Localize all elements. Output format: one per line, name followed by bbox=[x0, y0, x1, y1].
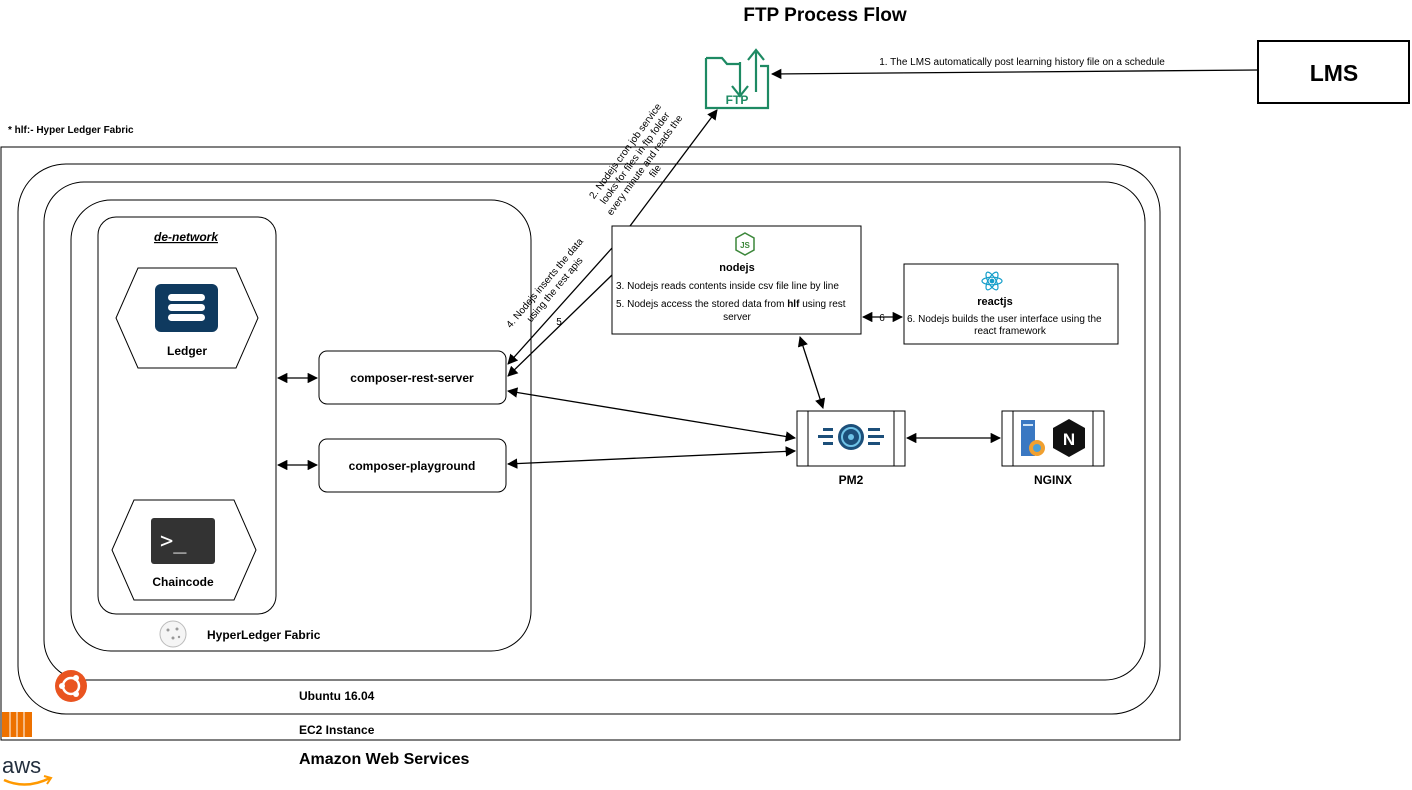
nodejs-step5: 5. Nodejs access the stored data from hl… bbox=[616, 299, 846, 310]
ftp-icon: FTP bbox=[704, 48, 770, 110]
ec2-container bbox=[17, 163, 1161, 715]
diagram-title: FTP Process Flow bbox=[743, 5, 907, 26]
lms-box[interactable]: LMS bbox=[1257, 40, 1410, 104]
ubuntu-logo bbox=[55, 670, 87, 702]
hyperledger-logo bbox=[159, 620, 187, 648]
reactjs-step6: 6. Nodejs builds the user interface usin… bbox=[907, 314, 1102, 325]
server-icon bbox=[1021, 420, 1045, 456]
nginx-node[interactable]: N NGINX bbox=[1001, 410, 1105, 487]
de-network-title: de-network bbox=[154, 230, 219, 244]
arrow-playground-pm2 bbox=[506, 446, 797, 469]
nginx-label: NGINX bbox=[1034, 473, 1072, 487]
nodejs-step5-cont: server bbox=[723, 312, 751, 323]
step2-label: 2. Nodejs cron job service looks for fil… bbox=[586, 97, 697, 225]
nodejs-label: nodejs bbox=[719, 262, 754, 274]
ec2-label: EC2 Instance bbox=[299, 723, 375, 737]
reactjs-label: reactjs bbox=[977, 296, 1012, 308]
arrow-step4 bbox=[507, 247, 613, 365]
ubuntu-container bbox=[43, 181, 1146, 681]
nginx-icon bbox=[1053, 419, 1085, 457]
ledger-node[interactable]: Ledger bbox=[115, 267, 259, 369]
step4-label: 4. Nodejs inserts the data using the res… bbox=[505, 234, 597, 338]
reactjs-step6-cont: react framework bbox=[974, 326, 1047, 337]
arrow-step5 bbox=[507, 274, 613, 377]
pm2-label: PM2 bbox=[839, 473, 864, 487]
composer-playground-box[interactable]: composer-playground bbox=[318, 438, 507, 493]
ubuntu-label: Ubuntu 16.04 bbox=[299, 689, 375, 703]
hyperledger-label: HyperLedger Fabric bbox=[207, 628, 321, 642]
composer-rest-server-label: composer-rest-server bbox=[350, 371, 474, 385]
arrow-lms-to-ftp bbox=[770, 68, 1259, 80]
ec2-icon bbox=[2, 712, 32, 737]
arrow-nodejs-to-ftp bbox=[629, 109, 718, 227]
reactjs-box[interactable]: reactjs 6. Nodejs builds the user interf… bbox=[903, 263, 1119, 345]
aws-label: Amazon Web Services bbox=[299, 751, 470, 768]
step6-marker: 6 bbox=[879, 313, 885, 324]
aws-container bbox=[0, 146, 1181, 741]
aws-logo-text: aws bbox=[2, 753, 41, 778]
de-network-container bbox=[97, 216, 277, 615]
nodejs-box[interactable]: JS nodejs 3. Nodejs reads contents insid… bbox=[611, 225, 862, 335]
hlf-legend-note: * hlf:- Hyper Ledger Fabric bbox=[8, 125, 134, 136]
nginx-icon-text: N bbox=[1063, 430, 1075, 449]
lms-label: LMS bbox=[1310, 60, 1359, 86]
step5-marker: 5 bbox=[556, 317, 562, 328]
nodejs-step3: 3. Nodejs reads contents inside csv file… bbox=[616, 281, 839, 292]
arrow-rest-pm2 bbox=[506, 387, 797, 442]
pm2-node[interactable]: PM2 bbox=[796, 410, 906, 487]
terminal-icon bbox=[151, 518, 215, 564]
pm2-icon bbox=[818, 424, 884, 450]
react-icon bbox=[981, 271, 1003, 291]
aws-logo: aws bbox=[2, 753, 53, 786]
chaincode-node[interactable]: >_ Chaincode bbox=[111, 499, 257, 601]
nodejs-icon bbox=[735, 232, 755, 256]
chaincode-prompt: >_ bbox=[160, 529, 187, 554]
composer-playground-label: composer-playground bbox=[349, 459, 476, 473]
chaincode-label: Chaincode bbox=[152, 575, 214, 589]
ledger-label: Ledger bbox=[167, 344, 207, 358]
composer-rest-server-box[interactable]: composer-rest-server bbox=[318, 350, 507, 405]
ftp-label: FTP bbox=[726, 93, 749, 107]
nodejs-icon-text: JS bbox=[740, 241, 750, 250]
step1-label: 1. The LMS automatically post learning h… bbox=[879, 57, 1165, 68]
arrow-nodejs-pm2 bbox=[797, 336, 826, 409]
